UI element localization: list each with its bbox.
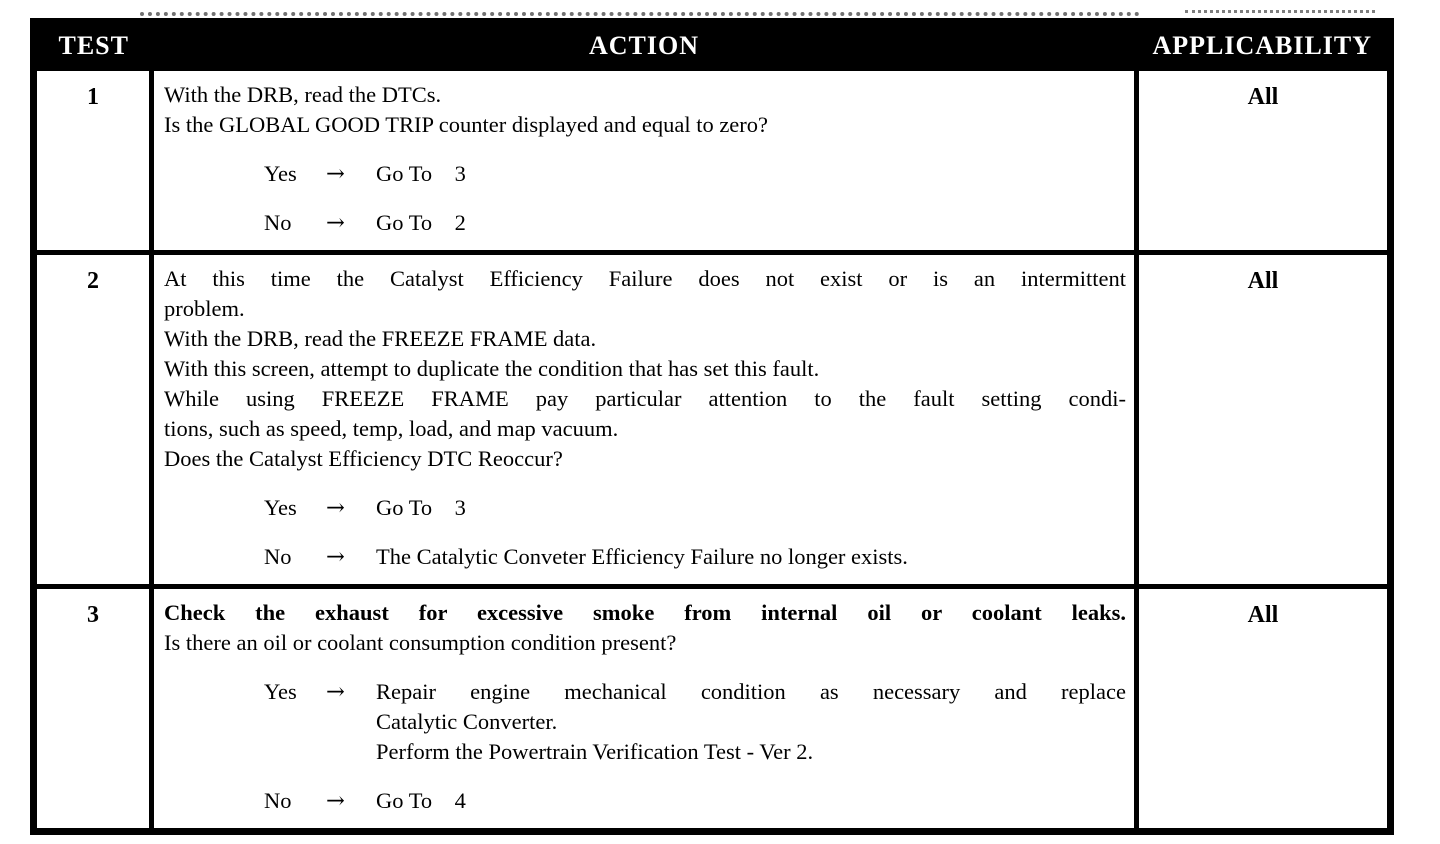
arrow-right-icon: → xyxy=(326,161,345,187)
branch-result-line: Go To 3 xyxy=(376,161,466,186)
action-cell: With the DRB, read the DTCs. Is the GLOB… xyxy=(149,66,1139,255)
branch-no: No → Go To 2 xyxy=(264,208,1126,238)
arrow-right-icon: → xyxy=(326,495,345,521)
action-line: problem. xyxy=(164,296,245,321)
branch-result: Go To 4 xyxy=(376,786,1126,816)
branch-answer: Yes xyxy=(264,495,297,520)
branch-no: No → The Catalytic Conveter Efficiency F… xyxy=(264,542,1126,572)
table-row-test-2: 2 At this time the Catalyst Efficiency F… xyxy=(31,250,1393,589)
arrow-right-icon: → xyxy=(326,544,345,570)
action-line: With the DRB, read the DTCs. xyxy=(164,82,442,107)
branch-yes: Yes → Repair engine mechanical condition… xyxy=(264,677,1126,767)
branch-result-line: Repair engine mechanical condition as ne… xyxy=(376,679,1126,704)
branch-result-line: Catalytic Converter. xyxy=(376,709,558,734)
action-line: With the DRB, read the FREEZE FRAME data… xyxy=(164,326,597,351)
branch-no: No → Go To 4 xyxy=(264,786,1126,816)
branch-result: Go To 3 xyxy=(376,159,1126,189)
branch-yes: Yes → Go To 3 xyxy=(264,493,1126,523)
action-cell: At this time the Catalyst Efficiency Fai… xyxy=(149,250,1139,589)
test-number: 1 xyxy=(31,66,154,255)
scan-artifact xyxy=(1185,10,1375,13)
branch-answer: Yes xyxy=(264,161,297,186)
action-line: With this screen, attempt to duplicate t… xyxy=(164,356,820,381)
column-header-applicability: APPLICABILITY xyxy=(1135,20,1392,70)
branch-result-line: Go To 2 xyxy=(376,210,466,235)
table-row-test-1: 1 With the DRB, read the DTCs. Is the GL… xyxy=(31,66,1393,255)
diagnostic-test-table: TEST ACTION APPLICABILITY 1 With the DRB… xyxy=(30,18,1394,835)
action-line: At this time the Catalyst Efficiency Fai… xyxy=(164,266,1126,291)
action-line: Does the Catalyst Efficiency DTC Reoccur… xyxy=(164,446,563,471)
branch-yes: Yes → Go To 3 xyxy=(264,159,1126,189)
arrow-right-icon: → xyxy=(326,788,345,814)
action-line: Check the exhaust for excessive smoke fr… xyxy=(164,600,1126,625)
scan-artifact xyxy=(140,12,1140,16)
column-header-test: TEST xyxy=(32,20,153,70)
branch-result-line: Go To 4 xyxy=(376,788,466,813)
action-line: Is there an oil or coolant consumption c… xyxy=(164,630,677,655)
action-line: While using FREEZE FRAME pay particular … xyxy=(164,386,1126,411)
test-number: 2 xyxy=(31,250,154,589)
branch-answer: Yes xyxy=(264,679,297,704)
branch-result-line: Go To 3 xyxy=(376,495,466,520)
applicability-value: All xyxy=(1134,66,1393,255)
action-line: Is the GLOBAL GOOD TRIP counter displaye… xyxy=(164,112,769,137)
branch-result-line: Perform the Powertrain Verification Test… xyxy=(376,739,814,764)
column-header-action: ACTION xyxy=(150,20,1138,70)
branch-result: Go To 2 xyxy=(376,208,1126,238)
table-header-row: TEST ACTION APPLICABILITY xyxy=(32,20,1392,70)
branch-result: The Catalytic Conveter Efficiency Failur… xyxy=(376,542,1126,572)
applicability-value: All xyxy=(1134,250,1393,589)
applicability-value: All xyxy=(1134,584,1393,834)
arrow-right-icon: → xyxy=(326,210,345,236)
branch-answer: No xyxy=(264,788,292,813)
arrow-right-icon: → xyxy=(326,679,345,705)
branch-answer: No xyxy=(264,544,292,569)
branch-result: Go To 3 xyxy=(376,493,1126,523)
action-cell: Check the exhaust for excessive smoke fr… xyxy=(149,584,1139,834)
branch-answer: No xyxy=(264,210,292,235)
table-row-test-3: 3 Check the exhaust for excessive smoke … xyxy=(31,584,1393,834)
branch-result-line: The Catalytic Conveter Efficiency Failur… xyxy=(376,544,908,569)
branch-result: Repair engine mechanical condition as ne… xyxy=(376,677,1126,767)
action-line: tions, such as speed, temp, load, and ma… xyxy=(164,416,619,441)
test-number: 3 xyxy=(31,584,154,834)
